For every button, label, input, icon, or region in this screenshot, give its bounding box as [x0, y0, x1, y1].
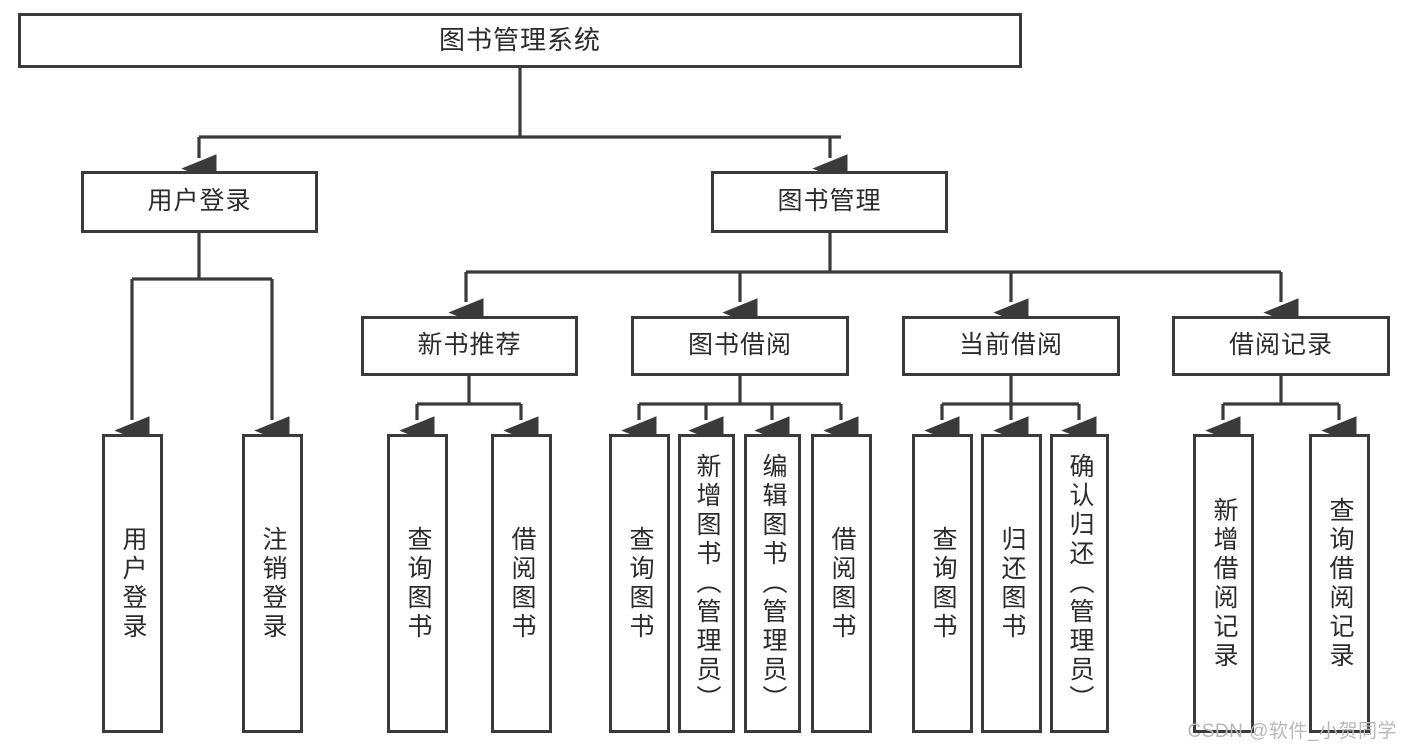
leaf-current-borrow-query[interactable]: 查询图书	[912, 434, 973, 733]
node-label: 查询图书	[929, 525, 957, 642]
leaf-new-book-borrow[interactable]: 借阅图书	[491, 434, 552, 733]
leaf-user-login-logout[interactable]: 注销登录	[242, 434, 303, 733]
leaf-current-borrow-confirm-return[interactable]: 确认归还（管理员）	[1050, 434, 1109, 733]
node-label: 确认归还（管理员）	[1066, 453, 1094, 714]
node-label: 图书借阅	[687, 331, 792, 360]
node-current-borrow[interactable]: 当前借阅	[902, 316, 1120, 376]
node-label: 查询借阅记录	[1326, 496, 1354, 671]
node-label: 新增借阅记录	[1210, 496, 1238, 671]
leaf-borrow-records-add[interactable]: 新增借阅记录	[1193, 434, 1254, 733]
node-user-login[interactable]: 用户登录	[81, 171, 318, 233]
leaf-borrow-records-query[interactable]: 查询借阅记录	[1309, 434, 1370, 733]
node-label: 新书推荐	[417, 331, 522, 360]
node-label: 归还图书	[998, 525, 1026, 642]
node-label: 用户登录	[119, 525, 147, 642]
watermark: CSDN @软件_小贺同学	[1187, 721, 1397, 742]
node-book-management[interactable]: 图书管理	[711, 171, 948, 233]
node-borrow-records[interactable]: 借阅记录	[1172, 316, 1390, 376]
leaf-book-borrow-edit[interactable]: 编辑图书（管理员）	[744, 434, 801, 733]
node-label: 图书管理系统	[438, 25, 601, 56]
node-root-system[interactable]: 图书管理系统	[18, 13, 1022, 68]
node-label: 查询图书	[626, 525, 654, 642]
leaf-new-book-query[interactable]: 查询图书	[387, 434, 448, 733]
node-label: 编辑图书（管理员）	[759, 453, 787, 714]
node-new-book-recommend[interactable]: 新书推荐	[361, 316, 578, 376]
node-label: 借阅记录	[1228, 331, 1333, 360]
node-label: 当前借阅	[958, 331, 1063, 360]
node-label: 用户登录	[147, 187, 252, 216]
node-label: 新增图书（管理员）	[693, 453, 721, 714]
leaf-current-borrow-return[interactable]: 归还图书	[981, 434, 1042, 733]
leaf-book-borrow-borrow[interactable]: 借阅图书	[811, 434, 872, 733]
leaf-book-borrow-query[interactable]: 查询图书	[609, 434, 670, 733]
node-label: 注销登录	[259, 525, 287, 642]
leaf-user-login-login[interactable]: 用户登录	[102, 434, 163, 733]
node-book-borrow[interactable]: 图书借阅	[631, 316, 849, 376]
node-label: 借阅图书	[828, 525, 856, 642]
node-label: 图书管理	[777, 187, 882, 216]
leaf-book-borrow-add[interactable]: 新增图书（管理员）	[678, 434, 735, 733]
node-label: 借阅图书	[508, 525, 536, 642]
node-label: 查询图书	[404, 525, 432, 642]
